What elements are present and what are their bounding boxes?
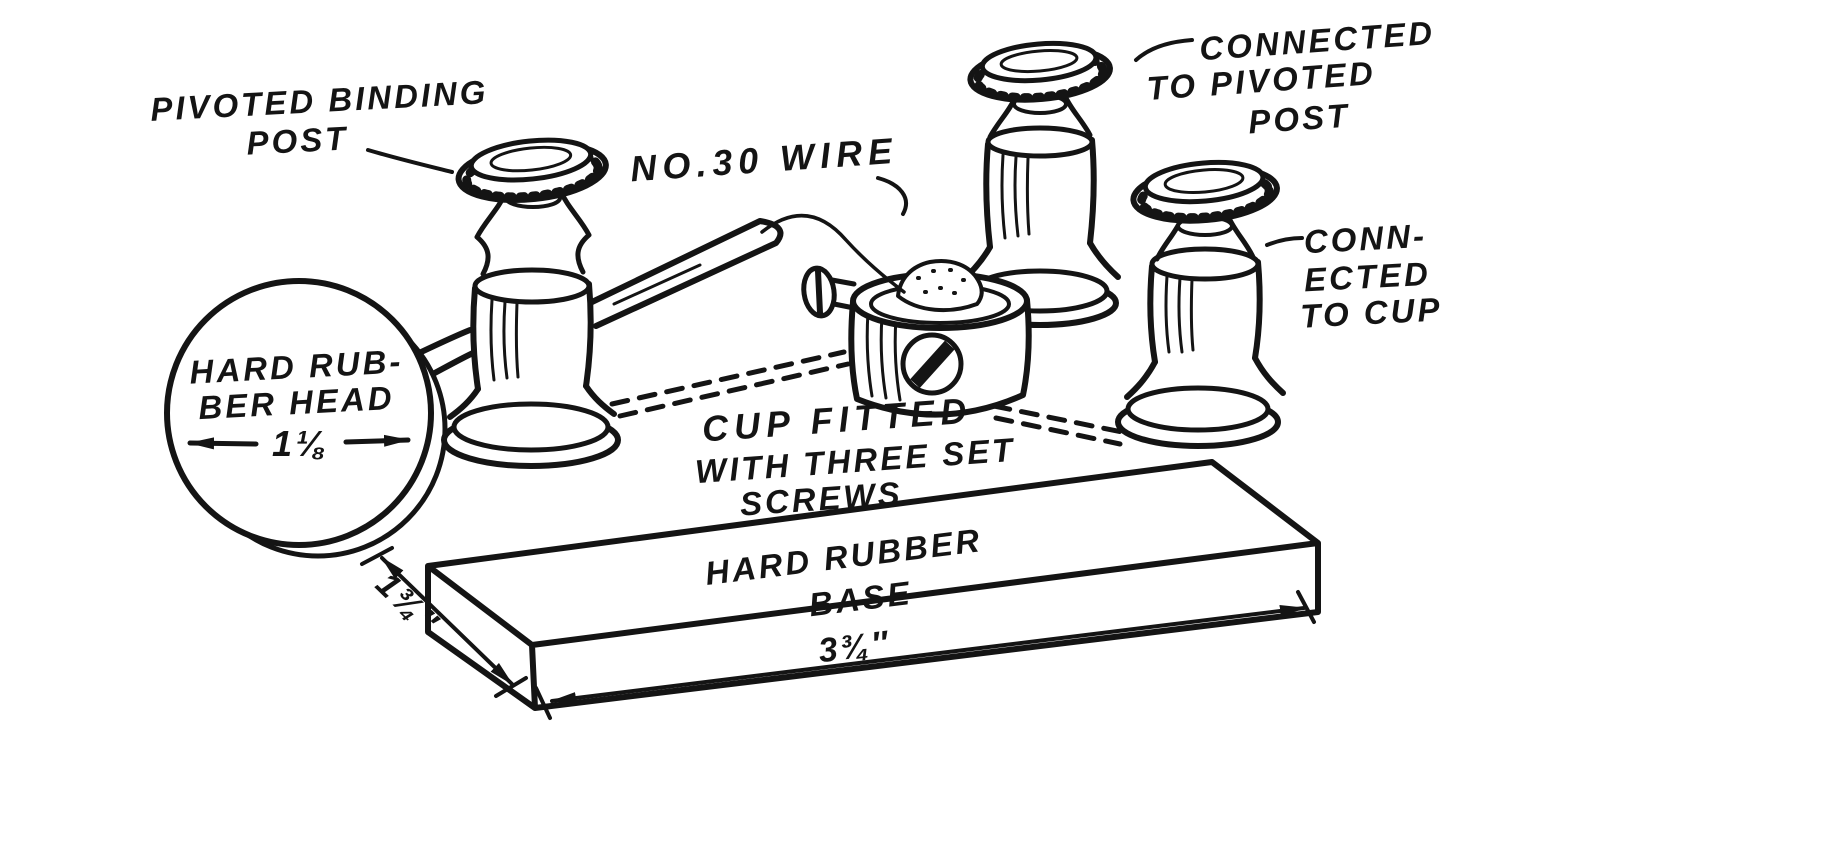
lever-arm-shading [612, 263, 718, 312]
binding-post-right [1115, 159, 1286, 449]
lever-arm-lines [589, 218, 784, 329]
crystal-speckles [916, 268, 966, 295]
post-back-cap-top-line [999, 49, 1079, 74]
post-left-cylinder-sides [470, 281, 594, 392]
label-dimension-width: 3¾″ [816, 624, 893, 671]
no-30-wire [760, 213, 906, 294]
post-back-cylinder-top [985, 125, 1095, 159]
crystal-cup [801, 259, 1032, 418]
leader-lines [366, 38, 1304, 247]
label-connected-to-pivoted-post-line3: POST [1247, 97, 1351, 141]
post-left-foot [451, 401, 611, 453]
crystal-mineral [896, 259, 984, 313]
post-right-cylinder-top [1149, 246, 1261, 282]
post-back-cylinder-sides [983, 137, 1097, 250]
cup-front-screw-slot [910, 340, 955, 389]
label-connected-to-cup-line1: CONN- [1303, 217, 1428, 260]
dimension-depth-line [380, 556, 514, 686]
labels-layer: PIVOTED BINDING POST NO.30 WIRE CONNECTE… [149, 14, 1443, 671]
post-back-shading [1000, 153, 1031, 240]
pivoted-binding-post [441, 137, 621, 469]
label-pivoted-binding-post-line2: POST [246, 119, 350, 161]
dimension-base-depth [360, 546, 528, 698]
post-right-knurled-cap [1130, 159, 1280, 224]
dimension-width-line [550, 604, 1306, 705]
label-no-30-wire: NO.30 WIRE [629, 130, 899, 190]
cup-left-screw-slot [815, 268, 823, 316]
post-back-knurled-cap [967, 40, 1113, 103]
post-right-foot [1125, 385, 1271, 433]
post-left-shading [489, 298, 520, 382]
post-right-cap-top-line [1163, 168, 1245, 195]
cup-left-screw-shaft [829, 277, 857, 311]
post-left-cylinder-top [472, 267, 592, 305]
post-left-skirt [447, 383, 617, 420]
dashed-connection-lines [609, 349, 1125, 447]
post-left-knurled-cap [455, 137, 609, 203]
post-right-cylinder-sides [1147, 259, 1263, 365]
head-disc-front [164, 278, 434, 548]
head-arrow-right [343, 434, 411, 447]
wire-line [760, 213, 906, 294]
dimension-base-width [534, 590, 1316, 720]
dashed-connections [609, 349, 1125, 447]
label-connected-to-cup-line3: TO CUP [1299, 290, 1443, 334]
hard-rubber-head [164, 278, 448, 559]
dimension-width-ticks [534, 590, 1316, 720]
label-pivoted-binding-post-line1: PIVOTED BINDING [149, 73, 489, 128]
post-right-shading [1164, 274, 1195, 354]
label-head-diameter: 1⅛ [272, 423, 328, 464]
post-left-neck [474, 187, 592, 277]
label-connected-to-cup-line2: ECTED [1303, 255, 1432, 299]
head-arrow-left [187, 437, 259, 450]
label-leaders [366, 38, 1304, 247]
dimension-depth-ticks [360, 546, 528, 698]
post-right-skirt [1124, 355, 1286, 400]
post-left-cap-top-line [489, 145, 573, 173]
lever-arm [589, 218, 784, 329]
